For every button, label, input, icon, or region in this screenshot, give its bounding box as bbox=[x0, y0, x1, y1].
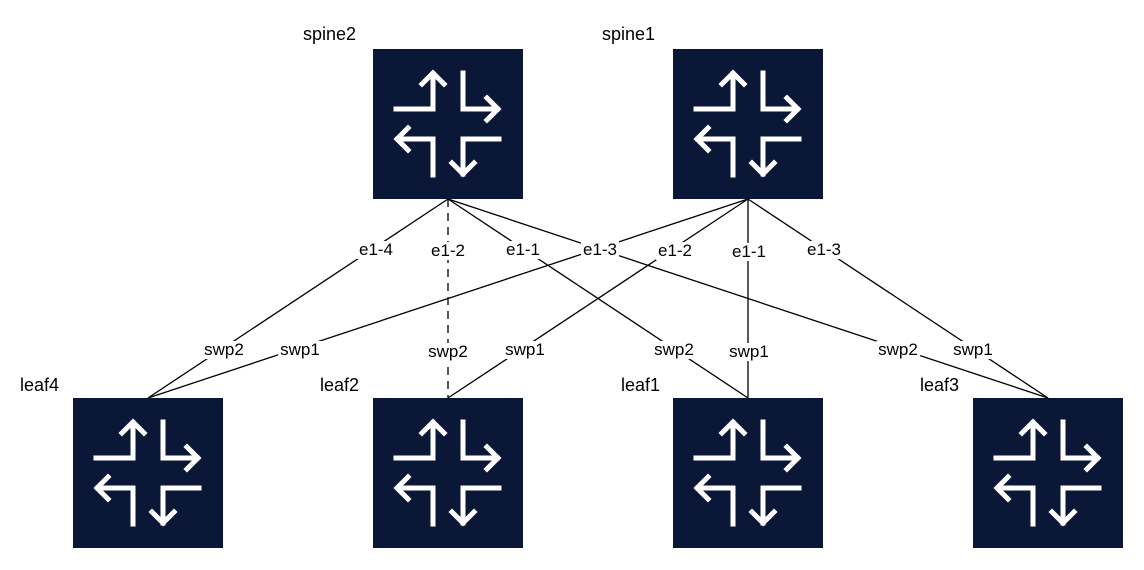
leaf1-label: leaf1 bbox=[621, 375, 661, 395]
spine1-router[interactable] bbox=[673, 49, 823, 199]
leaf2-router[interactable] bbox=[373, 398, 523, 548]
link-spine1-leaf4 bbox=[147, 198, 749, 399]
leaf4-router[interactable] bbox=[73, 398, 223, 548]
port-label: swp2 bbox=[426, 342, 470, 361]
port-label: swp1 bbox=[278, 340, 322, 359]
spine2-router[interactable] bbox=[373, 49, 523, 199]
port-label: e1-3 bbox=[580, 240, 620, 259]
leaf3-router[interactable] bbox=[973, 398, 1123, 548]
port-label: swp2 bbox=[876, 340, 920, 359]
port-label: swp1 bbox=[503, 340, 547, 359]
port-label: e1-3 bbox=[804, 240, 844, 259]
port-label: e1-2 bbox=[655, 241, 695, 260]
port-label: swp1 bbox=[727, 342, 771, 361]
link-spine1-leaf3 bbox=[747, 198, 1049, 399]
port-label: e1-2 bbox=[428, 241, 468, 260]
port-label: e1-4 bbox=[356, 240, 396, 259]
port-label: swp2 bbox=[202, 340, 246, 359]
port-label: e1-1 bbox=[729, 242, 769, 261]
port-label: swp1 bbox=[951, 340, 995, 359]
spine1-label: spine1 bbox=[602, 24, 656, 44]
leaf4-label: leaf4 bbox=[20, 375, 60, 395]
port-label: e1-1 bbox=[503, 240, 543, 259]
leaf1-router[interactable] bbox=[673, 398, 823, 548]
link-spine1-leaf2 bbox=[447, 198, 749, 399]
port-label: swp2 bbox=[652, 340, 696, 359]
spine2-label: spine2 bbox=[303, 24, 357, 44]
link-spine2-leaf4 bbox=[147, 198, 449, 399]
leaf3-label: leaf3 bbox=[920, 375, 960, 395]
leaf2-label: leaf2 bbox=[320, 375, 360, 395]
